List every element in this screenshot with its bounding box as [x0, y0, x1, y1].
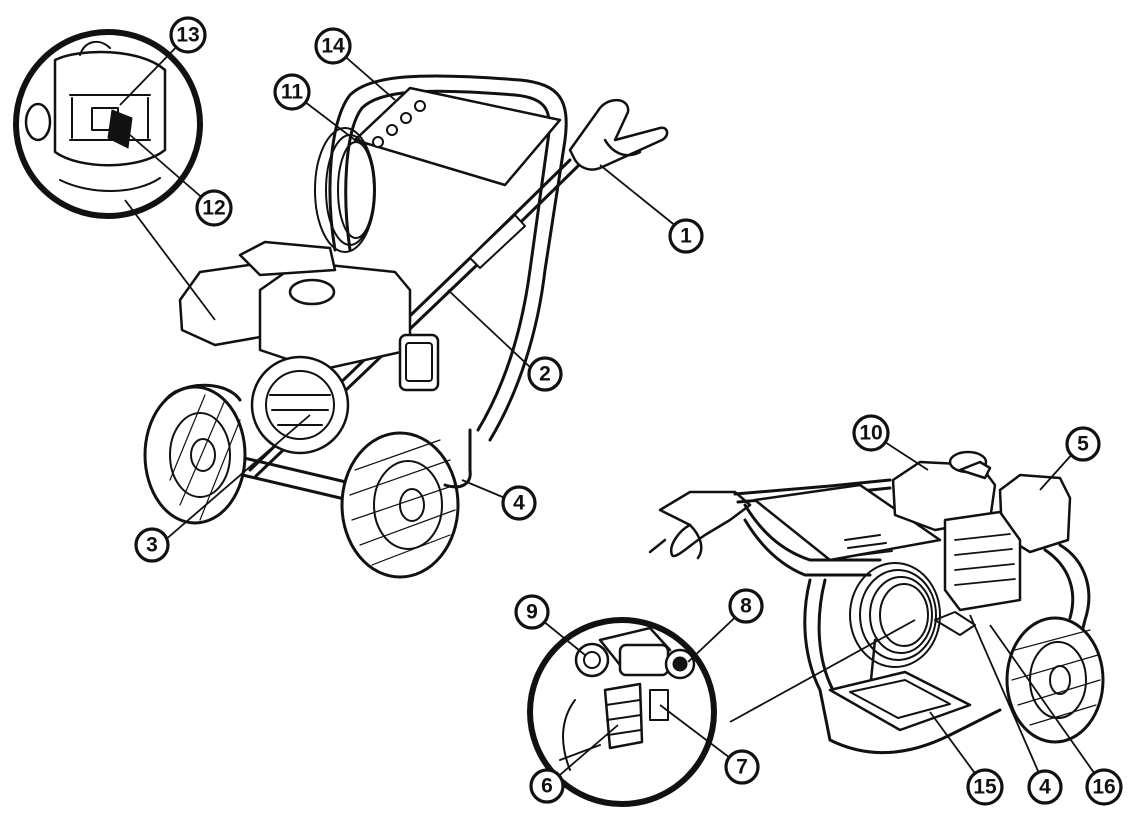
inset-connector-line	[124, 199, 216, 321]
callout-6: 6	[529, 768, 565, 804]
svg-text:12: 12	[202, 197, 225, 220]
svg-text:2: 2	[539, 363, 551, 386]
callout-2: 2	[527, 356, 563, 392]
callout-3: 3	[134, 527, 170, 563]
svg-text:10: 10	[859, 422, 882, 445]
callout-10: 10	[852, 414, 890, 452]
svg-text:8: 8	[740, 595, 752, 618]
callout-4-rear: 4	[1027, 769, 1063, 805]
svg-text:13: 13	[176, 24, 199, 47]
rear-view-machine	[648, 450, 1105, 754]
svg-text:4: 4	[513, 492, 525, 515]
svg-text:16: 16	[1092, 776, 1115, 799]
callout-11: 11	[273, 73, 311, 111]
callout-9: 9	[514, 594, 550, 630]
svg-text:15: 15	[973, 776, 997, 799]
front-view-machine	[143, 74, 669, 579]
inset-detail-pump-inlet	[527, 617, 717, 807]
svg-text:9: 9	[526, 601, 538, 624]
callout-8: 8	[728, 588, 764, 624]
callout-12: 12	[195, 189, 233, 227]
svg-text:1: 1	[680, 225, 692, 248]
callout-7: 7	[724, 749, 760, 785]
svg-text:6: 6	[541, 775, 553, 798]
callout-5: 5	[1065, 426, 1101, 462]
svg-text:7: 7	[736, 756, 748, 779]
inset-connector-line-rear	[729, 619, 916, 723]
callout-4-front: 4	[501, 485, 537, 521]
svg-text:5: 5	[1077, 433, 1089, 456]
svg-text:11: 11	[281, 81, 304, 104]
svg-text:4: 4	[1039, 776, 1051, 799]
callout-1: 1	[668, 218, 704, 254]
svg-text:3: 3	[146, 534, 158, 557]
callout-16: 16	[1085, 768, 1123, 806]
callout-13: 13	[169, 16, 207, 54]
callout-14: 14	[314, 27, 352, 65]
inset-detail-top-left	[13, 29, 216, 321]
callout-15: 15	[966, 768, 1004, 806]
svg-text:14: 14	[321, 35, 345, 58]
